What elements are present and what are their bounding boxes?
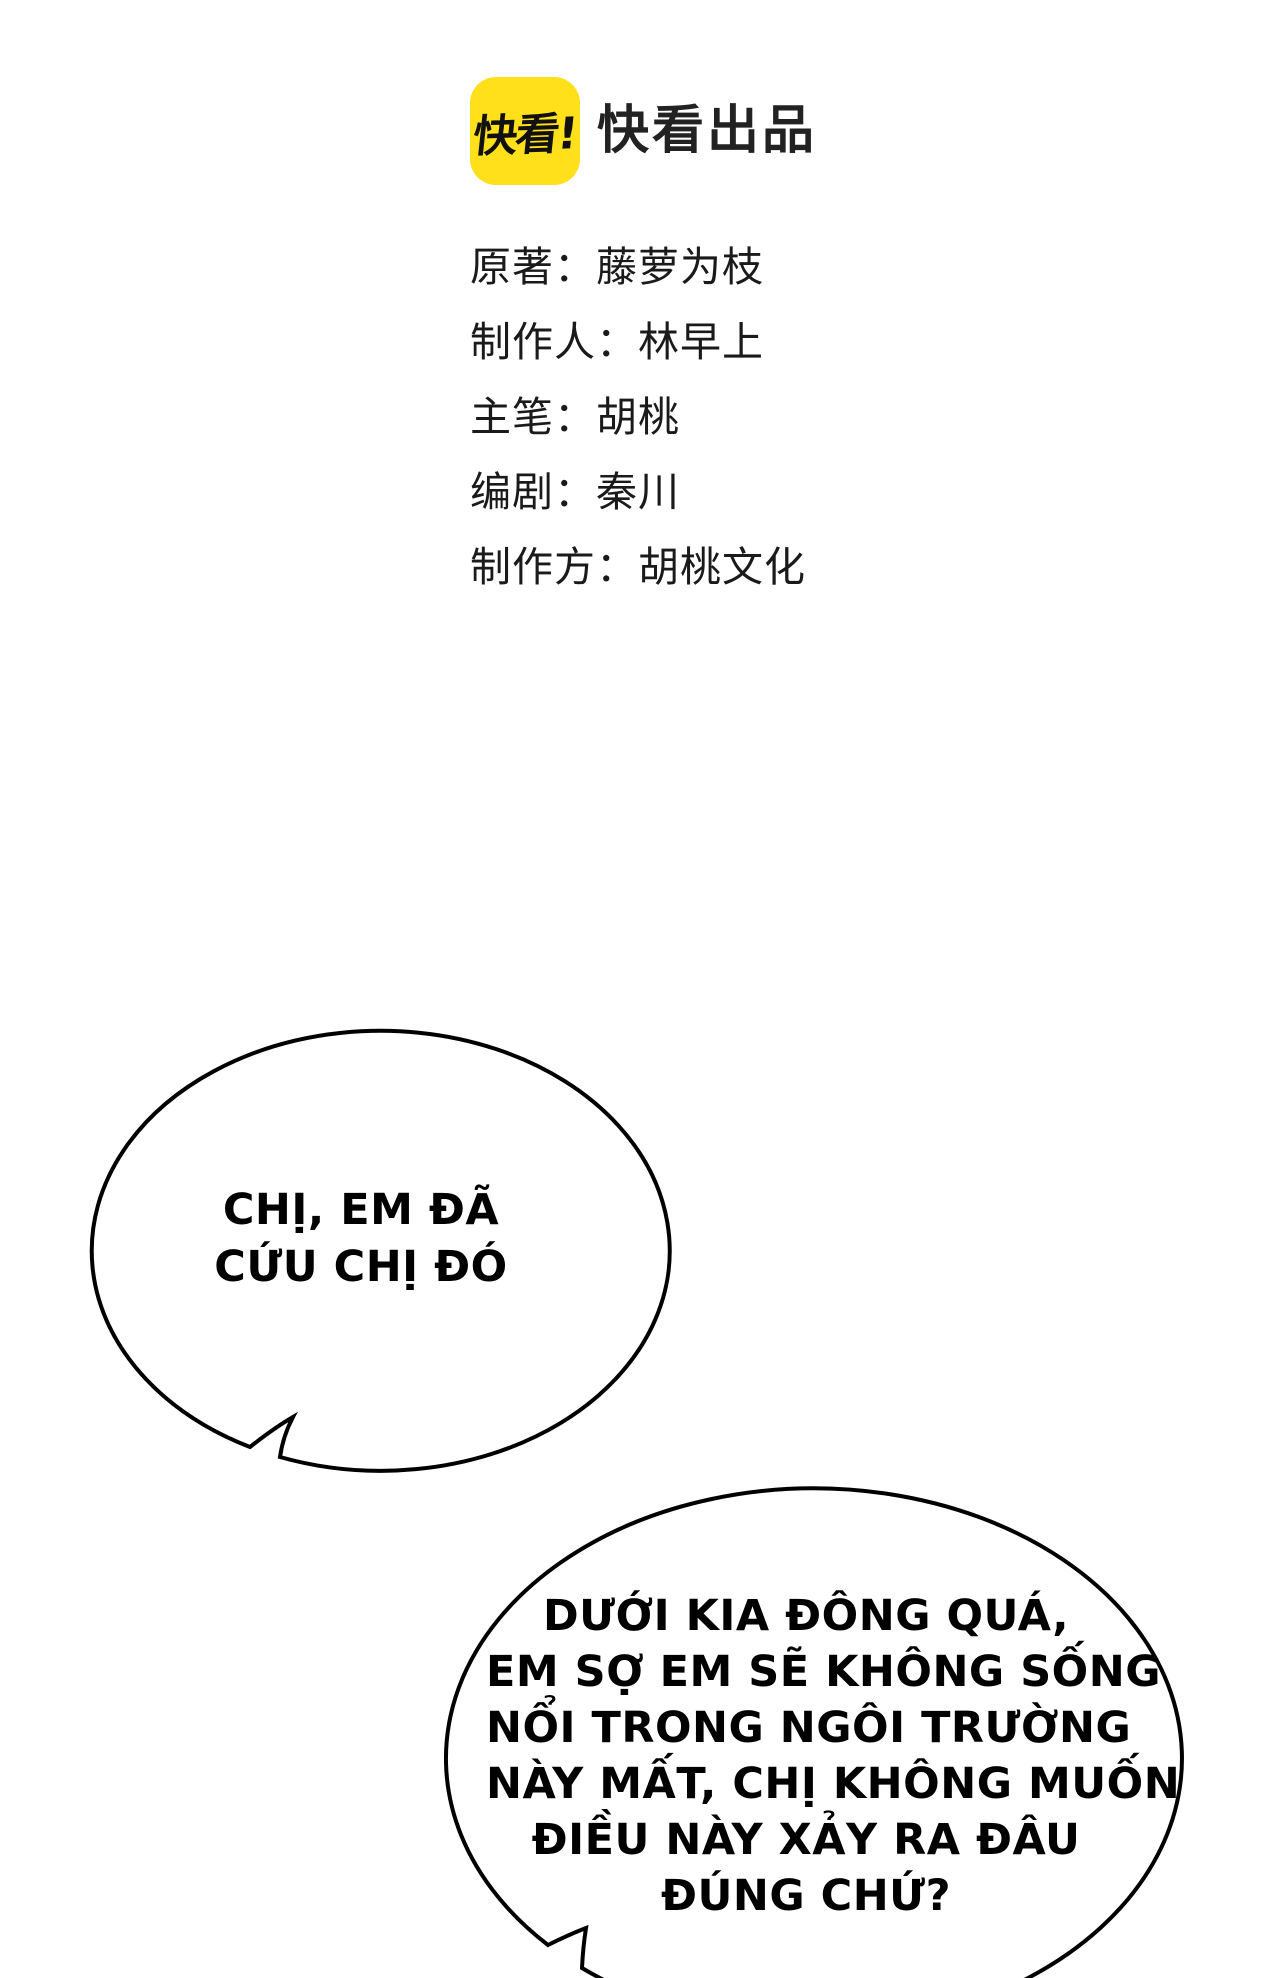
bubble-line: CỨU CHỊ ĐÓ <box>214 1242 508 1292</box>
bubble-line: ĐÚNG CHỨ? <box>660 1871 952 1921</box>
bubble-line: CHỊ, EM ĐÃ <box>222 1185 500 1235</box>
bubble-line: EM SỢ EM SẼ KHÔNG SỐNG <box>486 1647 1162 1697</box>
bubble-line: NỔI TRONG NGÔI TRƯỜNG <box>486 1703 1132 1753</box>
kuaikan-logo-badge: 快看! <box>470 77 580 185</box>
bubble-line: DƯỚI KIA ĐÔNG QUÁ, <box>542 1591 1070 1641</box>
speech-bubble-large-outline <box>444 1486 1184 1978</box>
speech-bubble-small-text: CHỊ, EM ĐÃ CỨU CHỊ ĐÓ <box>161 1182 561 1296</box>
credit-line-screenwriter: 编剧：秦川 <box>470 468 680 516</box>
credit-line-original-author: 原著：藤萝为枝 <box>470 243 764 291</box>
bubble-line: NÀY MẤT, CHỊ KHÔNG MUỐN <box>486 1759 1181 1809</box>
bubble-line: ĐIỀU NÀY XẢY RA ĐÂU <box>531 1815 1081 1865</box>
publisher-caption: 快看出品 <box>597 101 818 161</box>
credit-line-studio: 制作方：胡桃文化 <box>470 543 806 591</box>
credits-block: 原著：藤萝为枝 制作人：林早上 主笔：胡桃 编剧：秦川 制作方：胡桃文化 <box>470 230 806 605</box>
speech-bubble-large-text: DƯỚI KIA ĐÔNG QUÁ, EM SỢ EM SẼ KHÔNG SỐN… <box>486 1588 1181 1924</box>
credit-line-producer: 制作人：林早上 <box>470 318 764 366</box>
credit-line-lead-artist: 主笔：胡桃 <box>470 393 680 441</box>
speech-bubble-small-outline <box>89 1028 672 1473</box>
